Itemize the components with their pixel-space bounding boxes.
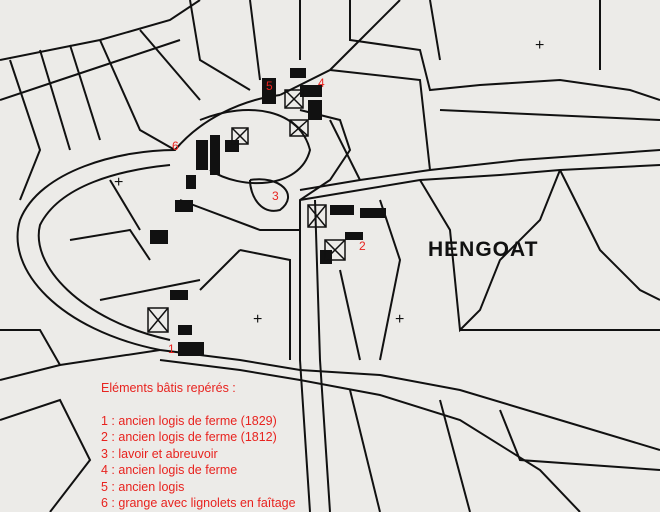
legend: Eléments bâtis repérés : 1 : ancien logi…	[101, 380, 296, 512]
marker-2: 2	[359, 239, 366, 253]
cross-symbol: +	[395, 311, 405, 328]
marker-3: 3	[272, 189, 279, 203]
marker-5: 5	[266, 79, 273, 93]
marker-1: 1	[168, 342, 175, 356]
buildings	[150, 68, 386, 356]
legend-item: 2 : ancien logis de ferme (1812)	[101, 430, 277, 444]
place-name: HENGOAT	[428, 238, 539, 261]
legend-item: 6 : grange avec lignolets en faîtage	[101, 496, 296, 510]
hatched-buildings	[147, 89, 346, 333]
legend-item: 3 : lavoir et abreuvoir	[101, 446, 218, 461]
legend-item: 5 : ancien logis	[101, 479, 185, 494]
cross-symbol: +	[535, 37, 545, 54]
legend-item: 1 : ancien logis de ferme (1829)	[101, 413, 277, 428]
marker-6: 6	[172, 139, 179, 153]
marker-4: 4	[318, 76, 325, 90]
cross-symbol: +	[114, 174, 124, 191]
legend-title: Eléments bâtis repérés :	[101, 381, 236, 395]
legend-item: 4 : ancien logis de ferme	[101, 463, 238, 477]
cross-symbol: +	[253, 311, 263, 328]
